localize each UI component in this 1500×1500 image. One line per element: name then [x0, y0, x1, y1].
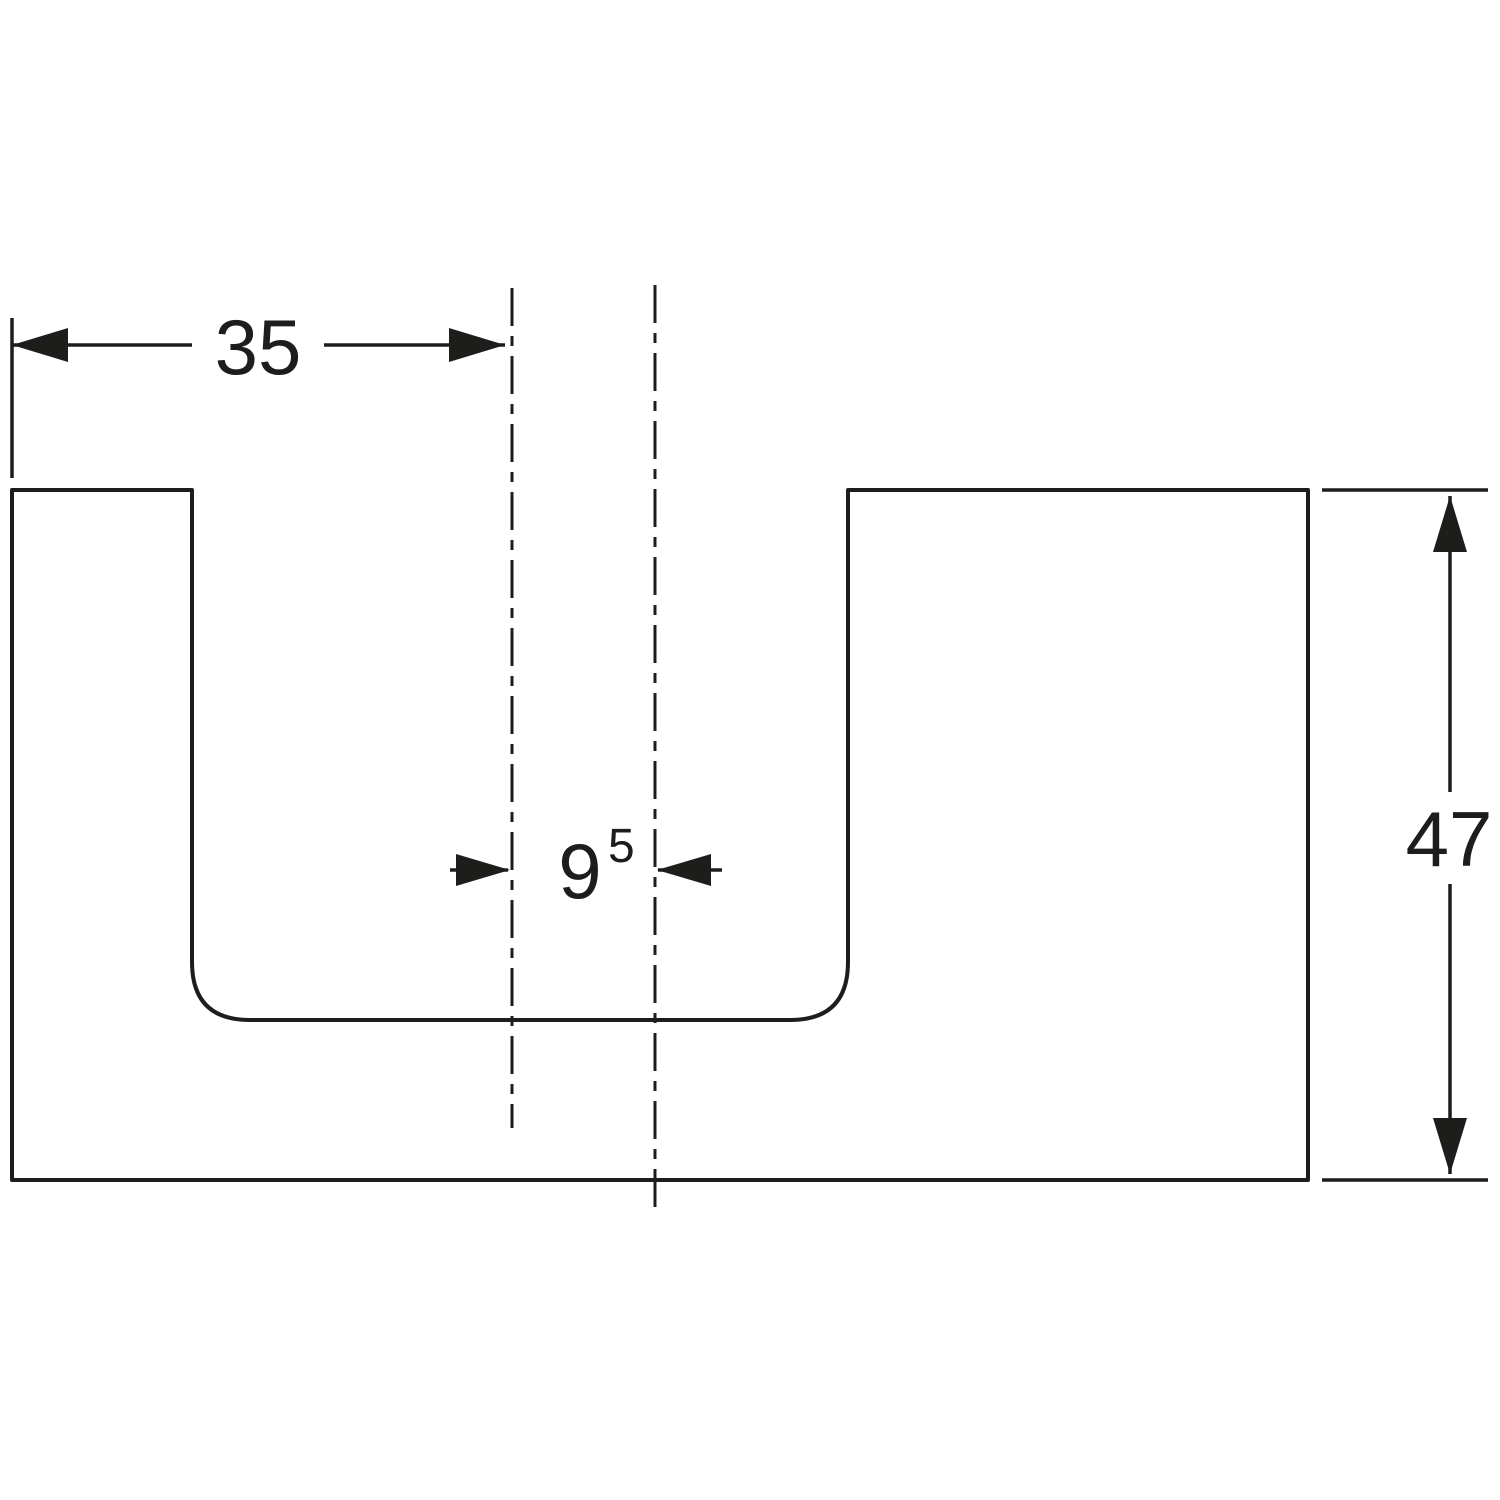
dim-47-label: 47 — [1406, 795, 1493, 883]
dim-47-label-mask — [1398, 792, 1500, 884]
dim-95-arrow-right — [657, 854, 711, 886]
dim-47-arrow-up — [1433, 496, 1467, 552]
dimension-top-width: 35 — [10, 300, 505, 478]
dimension-slot-width: 9 5 — [450, 820, 722, 915]
dimension-right-height: 47 — [1322, 488, 1500, 1182]
dim-95-label-superscript: 5 — [608, 820, 635, 873]
dim-47-arrow-down — [1433, 1118, 1467, 1174]
dim-95-label-value: 9 — [558, 827, 601, 915]
dim-35-label: 35 — [215, 303, 302, 391]
dim-35-arrow-left — [12, 328, 68, 362]
part-outline-path — [10, 488, 1310, 1182]
dim-35-arrow-right — [449, 328, 505, 362]
dim-95-arrow-left — [456, 854, 510, 886]
dim-35-label-mask — [192, 300, 324, 390]
